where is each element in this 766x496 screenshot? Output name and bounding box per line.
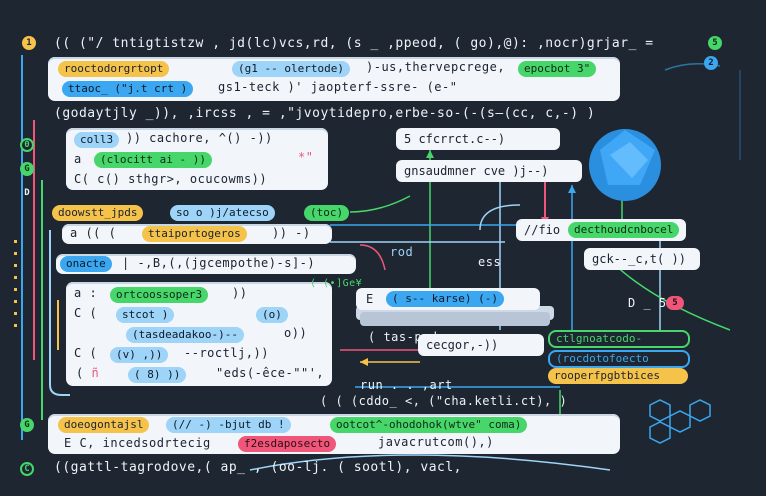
code-text: )-us,thervepcrege, [366,60,506,74]
code-text: o)) [284,326,308,340]
line-marker-dot: 5 [666,296,684,310]
code-text: E C, incedsodrtecig [64,436,211,450]
code-block-panel: coll3 )) cachore, ^() -)) a (clocitt ai … [66,128,328,190]
code-token-pill[interactable]: (g1 -- olertode) [232,61,350,77]
code-text: "eds(-êce-""', ) [216,366,340,380]
code-line-footer: ((gattl-tagrodove,( ap_ , (oo-lj. ( soot… [54,460,463,475]
bottom-code-panel: doeogontajsl (// -) -bjut db ! ootcot^-o… [48,414,620,454]
code-line: (godaytjly _)), ,ircss , = ,"jvoytidepro… [54,106,596,121]
code-text: D _ 5 [628,296,667,310]
code-token-pill[interactable]: doowstt_jpds [52,205,144,221]
code-token-pill[interactable]: f2esdaposecto [238,436,337,452]
code-row: doowstt_jpds so o )j/atecso (toc) [52,204,352,222]
code-token-pill[interactable]: stcot ) [116,307,175,323]
flow-node[interactable]: cecgor,-)) [418,334,544,356]
code-text: | -,B,(,(jgcempothe)-s]-) [122,256,316,270]
line-marker-dot: 2 [704,56,718,70]
code-token-pill[interactable]: rooctodorgrtopt [58,61,170,77]
line-marker-dot: C [20,462,34,476]
code-line-header: (( ("/ tntigtistzw , jd(lc)vcs,rd, (s _ … [54,36,654,51]
code-text: ( (•]Ge¥ [310,278,363,289]
code-token-pill[interactable]: (clocitt ai - )) [94,152,212,168]
code-token-pill[interactable]: doeogontajsl [58,417,150,433]
code-token-pill[interactable]: ttaoc_ ("j.t crt ) [62,81,194,97]
code-token-pill[interactable]: decthoudcnbocel [568,222,680,238]
code-block-panel: a : ortcoossoper3 )) C ( stcot ) (o) (ta… [66,282,339,386]
code-text: rod [390,245,414,259]
line-marker-dot: D [24,188,30,198]
line-marker-dot: G [20,418,34,432]
flow-node[interactable]: 5 cfcrrct.c--) [396,128,560,150]
flow-node-label: //fio [524,223,561,237]
code-token-pill[interactable]: ortcoossoper3 [110,287,209,303]
code-token-pill[interactable]: ( s-- karse) (-) [386,291,504,307]
code-token-pill[interactable]: onacte [60,256,112,272]
top-code-panel: rooctodorgrtopt (g1 -- olertode) )-us,th… [48,57,620,101]
tag-pill[interactable]: (rocdotofoecto [548,350,690,368]
code-text: ess [478,255,502,269]
code-text: ( ( (cddo_ <, ("cha.ketli.ct), ) [320,394,568,408]
code-row-panel: onacte | -,B,(,(jgcempothe)-s]-) [56,254,356,274]
code-text: C ( [74,306,98,320]
code-text: javacrutcom(),) [378,435,494,449]
code-token-pill[interactable]: (toc) [304,205,350,221]
tag-pill[interactable]: ctlgnoatcodo- [548,330,690,348]
code-text: *" [298,150,314,164]
tag-pill[interactable]: rooperfpgbtbices [548,368,688,384]
code-token-pill[interactable]: coll3 [74,132,120,148]
flow-node-label: E [366,292,374,306]
code-token-pill[interactable]: (// -) -bjut db ! [166,417,291,433]
code-text: )) [232,286,248,300]
code-text: gs1-teck )' jaopterf-ssre- (e-" [218,80,458,94]
code-token-pill[interactable]: ( 8) )) [128,367,187,383]
code-text: a (( ( [70,226,117,240]
line-marker-dot: G [20,162,34,176]
line-marker-dot: 5 [708,36,722,50]
line-marker-dot: 1 [22,36,36,50]
flow-node[interactable]: //fio decthoudcnbocel [516,219,686,241]
code-text: )) cachore, ^() -)) [126,131,273,145]
code-text: run . . ,art [360,378,453,392]
flow-node[interactable]: gnsaudmner cve )j--) [396,160,582,182]
code-text: )) -) [272,226,311,240]
code-row-panel: a (( ( ttaiportogeros )) -) [62,224,332,244]
flow-node[interactable]: E ( s-- karse) (-) [356,288,540,310]
code-token-pill[interactable]: epocbot 3" [518,61,597,77]
code-text: C( c() sthgr>, ocucowms)) [74,172,268,186]
code-token-pill[interactable]: ootcot^-ohodohok(wtve" coma) [330,417,528,433]
line-marker-dot: 0 [20,138,34,152]
code-token-pill[interactable]: so o )j/atecso [170,205,275,221]
flow-node[interactable]: gck--_c,t( )) [584,248,700,270]
code-token-pill[interactable]: (tasdeadakoo-)-- [126,327,244,343]
code-token-pill[interactable]: (v) ,)) [110,347,169,363]
code-token-pill[interactable]: (o) [256,307,288,323]
code-text: --roctlj,)) [184,346,269,360]
code-token-pill[interactable]: ttaiportogeros [142,226,247,242]
